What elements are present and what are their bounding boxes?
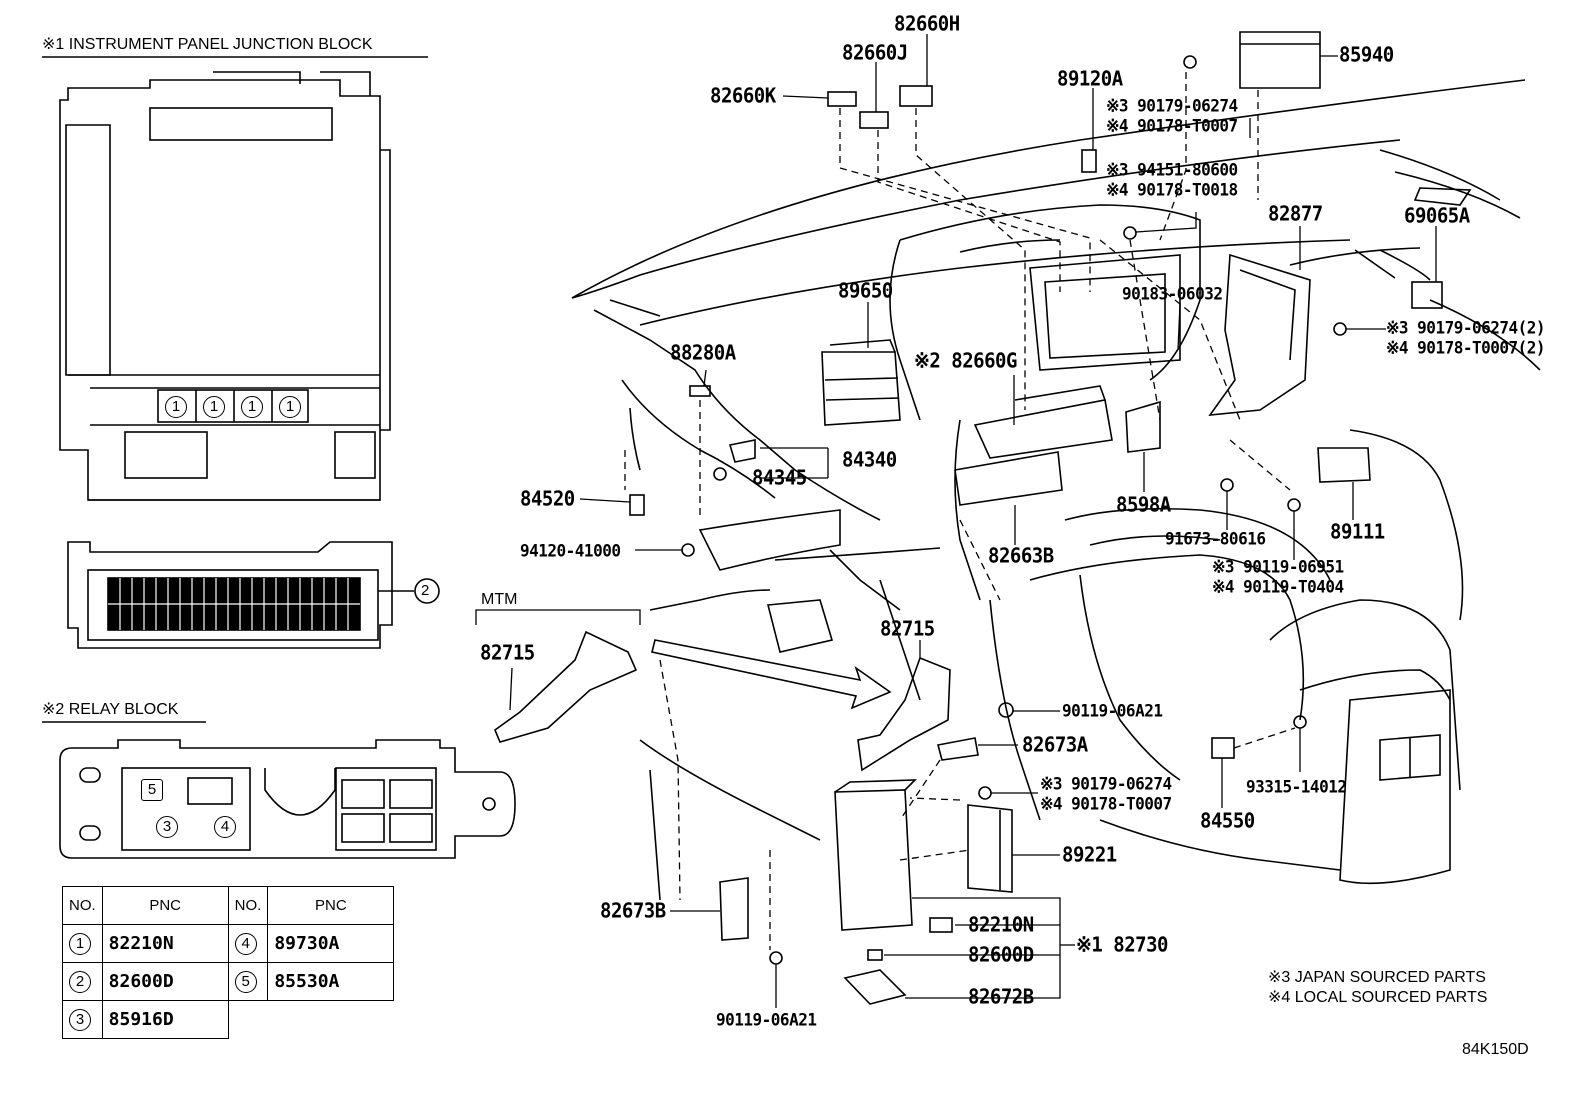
callout-circle: 1 (165, 396, 187, 418)
col-pnc-header: PNC (267, 886, 395, 925)
junction-connector-grid (108, 578, 360, 630)
part-label: ※3 90179-06274 (1106, 95, 1238, 116)
part-label: ※4 90119-T0404 (1212, 576, 1344, 597)
table-header-row: NO. PNC NO. PNC (62, 886, 395, 925)
parts-artwork (494, 31, 1443, 1005)
part-label: 88280A (670, 341, 736, 365)
part-label: ※3 90179-06274(2) (1386, 317, 1546, 338)
diagram-code: 84K150D (1462, 1041, 1529, 1058)
part-label: 85940 (1339, 43, 1394, 67)
note-japan: ※3 JAPAN SOURCED PARTS (1268, 969, 1486, 986)
connector-circle-outline (414, 578, 440, 604)
part-label: 82673B (600, 899, 666, 923)
callout-circle: 1 (241, 396, 263, 418)
part-label: 90119-06A21 (1062, 700, 1163, 721)
row-number: 3 (69, 1009, 91, 1031)
col-pnc-header: PNC (101, 886, 229, 925)
part-label: 82672B (968, 985, 1034, 1009)
part-label: ※4 90178-T0007 (1106, 115, 1238, 136)
mtm-header: MTM (481, 591, 518, 608)
row-number: 5 (234, 971, 257, 993)
row-number: 4 (234, 933, 257, 955)
part-label: 89111 (1330, 520, 1385, 544)
part-label: ※4 90178-T0007 (1040, 793, 1172, 814)
note-local: ※4 LOCAL SOURCED PARTS (1268, 989, 1488, 1006)
pnc-cell: 85530A (267, 962, 395, 1001)
part-label: 82673A (1022, 733, 1088, 757)
leader-lines (475, 34, 1437, 1008)
col-no-header: NO. (62, 886, 103, 925)
table-row: 2 82600D 5 85530A (62, 962, 395, 1001)
row-number: 1 (69, 933, 91, 955)
part-label: 84550 (1200, 809, 1255, 833)
relay-block-outline (59, 739, 516, 859)
part-label: 82660K (710, 84, 776, 108)
junction-block-front (59, 71, 391, 501)
connector-callout: 2 (421, 582, 430, 599)
part-label: 93315-14012 (1246, 776, 1347, 797)
sourcing-notes: ※3 JAPAN SOURCED PARTS ※4 LOCAL SOURCED … (1268, 968, 1487, 1008)
part-label: 82210N (968, 913, 1034, 937)
part-label: 84345 (752, 466, 807, 490)
part-label: 89221 (1062, 843, 1117, 867)
part-label: 94120-41000 (520, 540, 621, 561)
row-number: 2 (69, 971, 91, 993)
part-label: 82660H (894, 12, 960, 36)
pnc-table: NO. PNC NO. PNC 1 82210N 4 89730A 2 8260… (62, 886, 395, 1039)
part-label: 89650 (838, 279, 893, 303)
part-label: 90183-06032 (1122, 283, 1223, 304)
part-label: ※4 90178-T0018 (1106, 179, 1238, 200)
part-label: 90119-06A21 (716, 1009, 817, 1030)
part-label: ※2 82660G (914, 349, 1017, 373)
part-label: ※3 90119-06951 (1212, 556, 1344, 577)
pnc-cell: 85916D (101, 1000, 229, 1039)
callout-circle: 1 (279, 396, 301, 418)
pnc-cell: 82600D (101, 962, 229, 1001)
part-label: ※1 82730 (1076, 933, 1169, 957)
relay-callout: 4 (214, 816, 236, 838)
part-label: ※4 90178-T0007(2) (1386, 337, 1546, 358)
part-label: ※3 94151-80600 (1106, 159, 1238, 180)
part-label: 82715 (480, 641, 535, 665)
col-no-header: NO. (227, 886, 269, 925)
dashed-guides (624, 72, 1296, 950)
part-label: 82660J (842, 41, 908, 65)
pnc-cell: 89730A (267, 924, 395, 963)
callout-circle: 1 (203, 396, 225, 418)
part-label: 89120A (1057, 67, 1123, 91)
part-label: 82663B (988, 544, 1054, 568)
table-row: 1 82210N 4 89730A (62, 924, 395, 963)
part-label: 84520 (520, 487, 575, 511)
part-label: 69065A (1404, 204, 1470, 228)
part-label: 82600D (968, 943, 1034, 967)
junction-block-header: ※1 INSTRUMENT PANEL JUNCTION BLOCK (42, 36, 373, 53)
part-label: 82715 (880, 617, 935, 641)
pnc-cell: 82210N (101, 924, 229, 963)
part-label: ※3 90179-06274 (1040, 773, 1172, 794)
relay-callout: 3 (156, 816, 178, 838)
part-label: 82877 (1268, 202, 1323, 226)
relay-callout: 5 (141, 779, 163, 801)
part-label: 8598A (1116, 493, 1171, 517)
part-label: 91673-80616 (1165, 528, 1266, 549)
relay-block-header: ※2 RELAY BLOCK (42, 701, 179, 718)
dashboard-outline (571, 79, 1541, 901)
part-label: 84340 (842, 448, 897, 472)
table-row: 3 85916D (62, 1000, 394, 1039)
